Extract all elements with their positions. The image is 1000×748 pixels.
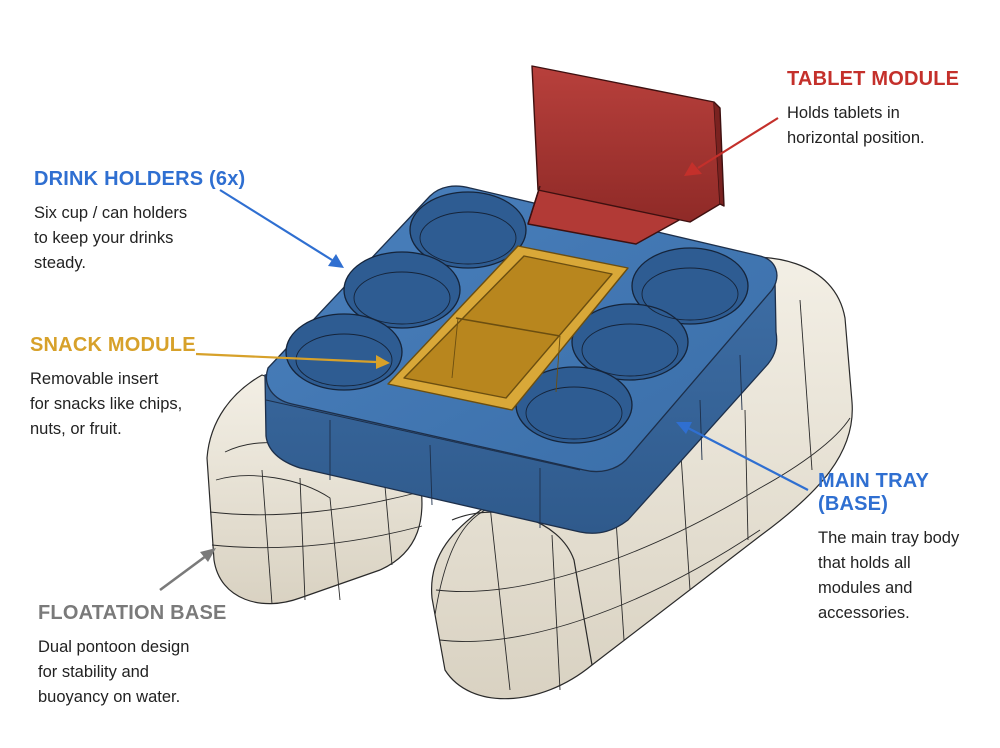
callout-tablet-line-1: Holds tablets in xyxy=(787,104,900,122)
callout-tray-title: MAIN TRAY (BASE) xyxy=(818,470,929,515)
drink-holder-2 xyxy=(343,251,461,329)
arrow-snack xyxy=(195,352,390,369)
callout-floatation-base: FLOATATION BASE Dual pontoon design for … xyxy=(38,602,268,710)
callout-snack-line-1: Removable insert xyxy=(30,370,159,388)
callout-snack-line-3: nuts, or fruit. xyxy=(30,420,122,438)
callout-snack-line-2: for snacks like chips, xyxy=(30,395,183,413)
callout-float-line-2: for stability and xyxy=(38,663,149,681)
callout-float-title: FLOATATION BASE xyxy=(38,602,227,624)
callout-drink-title: DRINK HOLDERS (6x) xyxy=(34,168,246,190)
callout-main-tray: MAIN TRAY (BASE) The main tray body that… xyxy=(818,470,998,626)
callout-tray-line-4: accessories. xyxy=(818,604,910,622)
callout-tray-line-1: The main tray body xyxy=(818,529,960,547)
callout-tray-line-2: that holds all xyxy=(818,554,911,572)
callout-float-line-1: Dual pontoon design xyxy=(38,638,190,656)
arrow-float xyxy=(159,548,216,592)
drink-holder-3 xyxy=(285,313,403,391)
snack-module xyxy=(387,245,629,411)
arrow-drink xyxy=(219,189,344,268)
callout-drink-line-3: steady. xyxy=(34,254,86,272)
drink-holders xyxy=(285,191,749,444)
tablet-backplate xyxy=(531,65,721,223)
arrow-tray xyxy=(676,422,809,491)
callout-tray-line-3: modules and xyxy=(818,579,913,597)
drink-holder-4 xyxy=(631,247,749,325)
callout-drink-line-1: Six cup / can holders xyxy=(34,204,188,222)
callout-drink-holders: DRINK HOLDERS (6x) Six cup / can holders… xyxy=(34,168,254,276)
callout-tablet-module: TABLET MODULE Holds tablets in horizonta… xyxy=(787,68,987,151)
drink-holder-5 xyxy=(571,303,689,381)
callout-float-line-3: buoyancy on water. xyxy=(38,688,181,706)
callout-tablet-title: TABLET MODULE xyxy=(787,68,960,90)
callout-snack-title: SNACK MODULE xyxy=(30,334,196,356)
callout-tablet-line-2: horizontal position. xyxy=(787,129,925,147)
tablet-module xyxy=(527,65,725,245)
drink-holder-1 xyxy=(409,191,527,269)
callout-snack-module: SNACK MODULE Removable insert for snacks… xyxy=(30,334,250,442)
arrow-tablet xyxy=(684,117,779,176)
drink-holder-inner xyxy=(295,211,739,440)
callout-drink-line-2: to keep your drinks xyxy=(34,229,174,247)
